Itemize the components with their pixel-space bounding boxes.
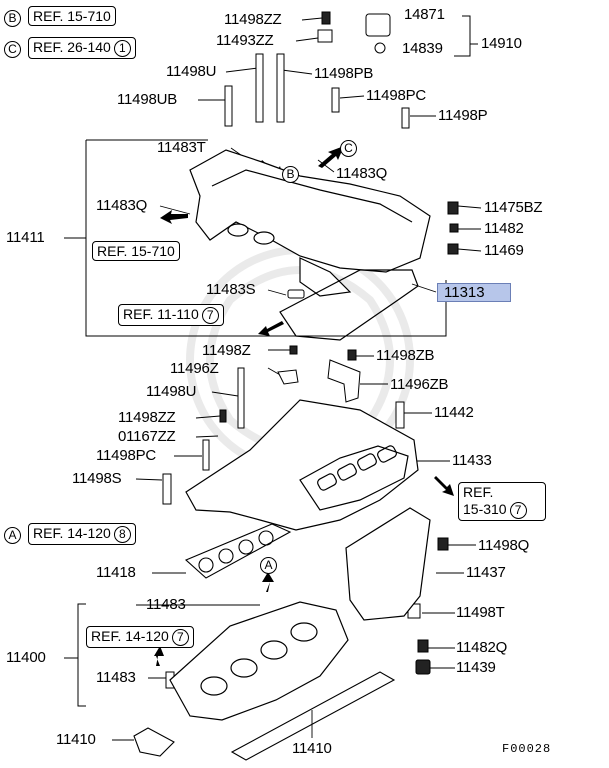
- label-14910[interactable]: 14910: [481, 35, 522, 52]
- label-11498ZB[interactable]: 11498ZB: [376, 347, 435, 364]
- label-11498UB[interactable]: 11498UB: [117, 91, 178, 108]
- lower-intake-manifold: [185, 399, 419, 531]
- label-11483Q-right[interactable]: 11483Q: [336, 165, 388, 182]
- ref-14-120-a-number: 8: [113, 526, 131, 543]
- label-01167ZZ[interactable]: 01167ZZ: [118, 428, 176, 445]
- ref-14-120-a-text: REF. 14-120: [33, 525, 111, 541]
- arrow-letter-a: A: [260, 557, 277, 574]
- arrow-letter-b: B: [282, 166, 299, 183]
- intake-manifold-11400: [169, 601, 349, 721]
- label-11482Q[interactable]: 11482Q: [456, 639, 508, 656]
- label-11498S[interactable]: 11498S: [72, 470, 122, 487]
- ref-15-310-number: 7: [509, 502, 527, 519]
- label-11498U-mid[interactable]: 11498U: [146, 383, 197, 400]
- legend-letter-b: B: [4, 10, 21, 27]
- label-11400[interactable]: 11400: [6, 649, 46, 666]
- legend-ref-c-number: 1: [113, 40, 131, 57]
- figure-id: F00028: [502, 742, 552, 756]
- label-11410-bottom[interactable]: 11410: [292, 740, 332, 757]
- label-11483Q-left[interactable]: 11483Q: [96, 197, 148, 214]
- label-11498Z[interactable]: 11498Z: [202, 342, 251, 359]
- support-bracket-11437: [345, 507, 431, 621]
- label-11498P[interactable]: 11498P: [438, 107, 488, 124]
- ref-15-310-line1: REF.: [463, 484, 494, 500]
- label-11498PB[interactable]: 11498PB: [314, 65, 374, 82]
- legend-letter-a: A: [4, 527, 21, 544]
- label-11439[interactable]: 11439: [456, 659, 496, 676]
- ref-11-110-number: 7: [201, 307, 219, 324]
- legend-ref-b[interactable]: REF. 15-710: [28, 6, 116, 26]
- ref-14-120-b-text: REF. 14-120: [91, 628, 169, 644]
- label-11482[interactable]: 11482: [484, 220, 524, 237]
- label-11442[interactable]: 11442: [434, 404, 474, 421]
- bracket-11400: [77, 603, 86, 707]
- label-11433[interactable]: 11433: [452, 452, 492, 469]
- label-11418[interactable]: 11418: [96, 564, 136, 581]
- ref-15-310-line2: 15-310: [463, 501, 507, 517]
- label-11483-bottom[interactable]: 11483: [146, 596, 186, 613]
- arrow-letter-c: C: [340, 140, 357, 157]
- label-11475BZ[interactable]: 11475BZ: [484, 199, 543, 216]
- label-11498ZZ-mid[interactable]: 11498ZZ: [118, 409, 176, 426]
- label-11496ZB[interactable]: 11496ZB: [390, 376, 449, 393]
- label-11483-left[interactable]: 11483: [96, 669, 136, 686]
- upper-intake-plenum: [189, 149, 431, 297]
- flow-arrows: [154, 146, 454, 666]
- label-11498U-top[interactable]: 11498U: [166, 63, 217, 80]
- label-11498PC-mid[interactable]: 11498PC: [96, 447, 157, 464]
- label-11437[interactable]: 11437: [466, 564, 506, 581]
- label-11483T[interactable]: 11483T: [157, 139, 206, 156]
- label-11411[interactable]: 11411: [6, 229, 45, 246]
- label-14871[interactable]: 14871: [404, 6, 445, 23]
- label-11498PC-top[interactable]: 11498PC: [366, 87, 427, 104]
- brackets-11496: [277, 359, 361, 403]
- legend-letter-c: C: [4, 41, 21, 58]
- label-11498Q[interactable]: 11498Q: [478, 537, 530, 554]
- gasket-11313: [279, 269, 419, 341]
- label-11496Z[interactable]: 11496Z: [170, 360, 219, 377]
- label-11498ZZ-top[interactable]: 11498ZZ: [224, 11, 282, 28]
- ref-14-120-b-number: 7: [171, 629, 189, 646]
- bracket-14910: [454, 15, 471, 57]
- legend-ref-c-text: REF. 26-140: [33, 39, 111, 55]
- ref-11-110-text: REF. 11-110: [123, 306, 199, 322]
- gasket-11418: [184, 523, 292, 579]
- label-11483S[interactable]: 11483S: [206, 281, 256, 298]
- label-14839[interactable]: 14839: [402, 40, 443, 57]
- label-11410-left[interactable]: 11410: [56, 731, 96, 748]
- hardware-parts: [162, 11, 459, 689]
- gaskets-11410: [133, 671, 396, 761]
- label-11469[interactable]: 11469: [484, 242, 524, 259]
- label-11313-highlighted[interactable]: 11313: [437, 283, 511, 302]
- label-11493ZZ[interactable]: 11493ZZ: [216, 32, 274, 49]
- ref-15-710[interactable]: REF. 15-710: [92, 241, 180, 261]
- label-11498T[interactable]: 11498T: [456, 604, 505, 621]
